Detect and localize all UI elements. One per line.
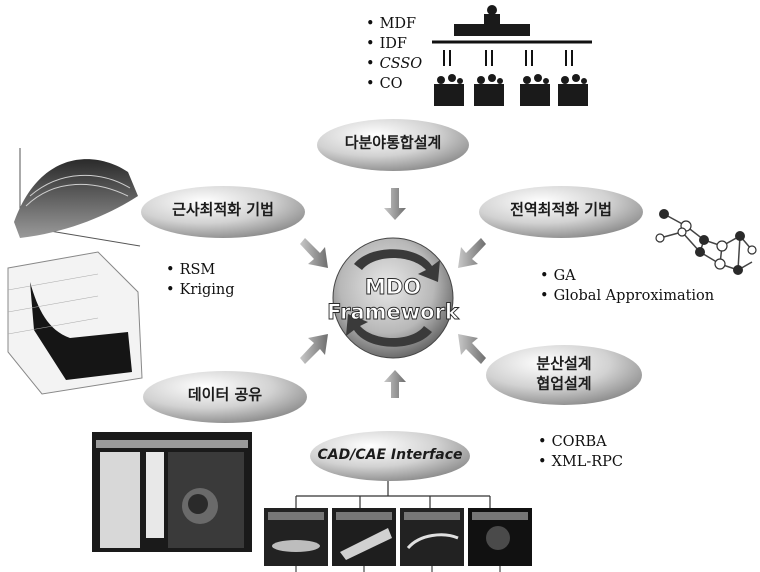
- arrow-lower-right: [458, 334, 486, 364]
- list-item: Kriging: [166, 280, 235, 300]
- pill-cad-cae-interface: CAD/CAE Interface: [310, 431, 470, 481]
- list-item: RSM: [166, 260, 235, 280]
- list-item: MDF: [366, 14, 422, 34]
- mdo-framework-center: MDO Framework: [327, 238, 460, 358]
- data-sharing-screenshot: [92, 432, 252, 552]
- response-surface-plot: [14, 148, 140, 246]
- pill-global-optimization: 전역최적화 기법: [479, 186, 643, 238]
- hierarchy-figure: [432, 5, 592, 106]
- cad-cae-thumbnails: [264, 478, 532, 572]
- pill-approx-optimization-label: 근사최적화 기법: [172, 201, 274, 219]
- arrow-bottom: [384, 370, 406, 398]
- pill-distributed-design: 분산설계 협업설계: [486, 345, 642, 405]
- arrow-top: [384, 188, 406, 220]
- pill-data-sharing-label: 데이터 공유: [188, 386, 262, 404]
- arrow-upper-right: [458, 238, 486, 268]
- pill-global-optimization-label: 전역최적화 기법: [510, 201, 612, 219]
- list-item: CSSO: [366, 54, 422, 74]
- pill-distributed-label-2: 협업설계: [536, 375, 591, 393]
- list-item: GA: [540, 266, 714, 286]
- pill-multidisciplinary-label: 다분야통합설계: [345, 134, 442, 152]
- kriging-surface-plot: [8, 252, 142, 394]
- list-item: CORBA: [538, 432, 623, 452]
- pill-multidisciplinary: 다분야통합설계: [317, 119, 469, 171]
- global-methods-list: GA Global Approximation: [540, 266, 714, 306]
- list-item: CO: [366, 74, 422, 94]
- center-title-line1: MDO: [365, 275, 421, 299]
- list-item: XML-RPC: [538, 452, 623, 472]
- pill-approx-optimization: 근사최적화 기법: [141, 186, 305, 238]
- mdo-methods-list: MDF IDF CSSO CO: [366, 14, 422, 94]
- pill-distributed-label-1: 분산설계: [536, 355, 591, 373]
- distributed-tech-list: CORBA XML-RPC: [538, 432, 623, 472]
- list-item: IDF: [366, 34, 422, 54]
- arrow-upper-left: [300, 238, 328, 268]
- pill-data-sharing: 데이터 공유: [143, 371, 307, 423]
- pill-cad-cae-label: CAD/CAE Interface: [318, 447, 463, 463]
- center-title-line2: Framework: [327, 300, 460, 324]
- list-item: Global Approximation: [540, 286, 714, 306]
- arrow-lower-left: [300, 334, 328, 364]
- approx-methods-list: RSM Kriging: [166, 260, 235, 300]
